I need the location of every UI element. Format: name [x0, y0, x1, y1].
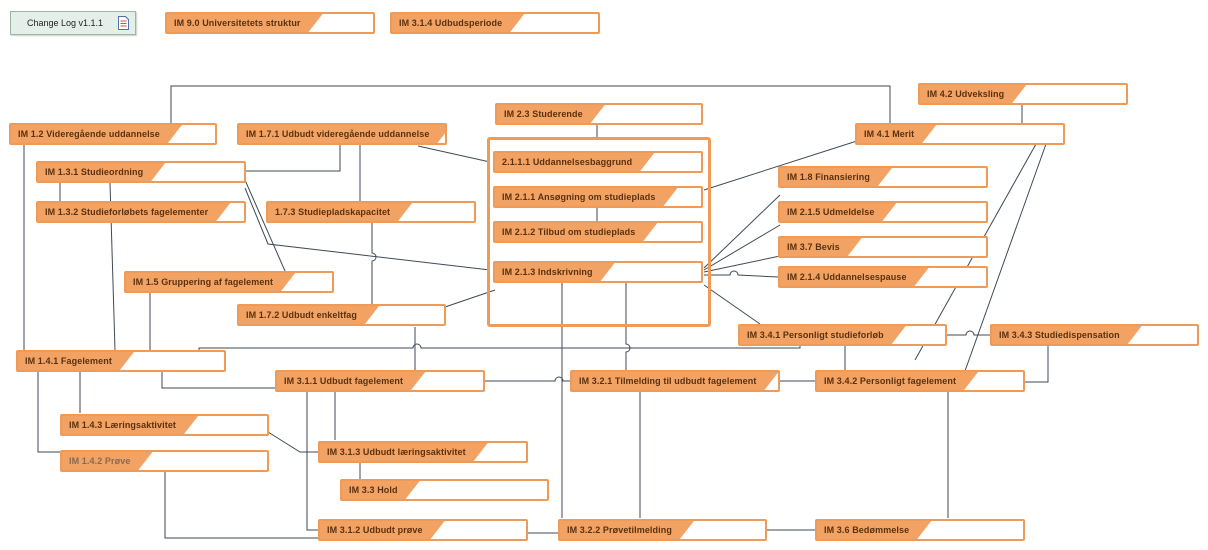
- entity-im-1-3-1[interactable]: IM 1.3.1 Studieordning: [36, 161, 246, 183]
- entity-im-1-7-1[interactable]: IM 1.7.1 Udbudt videregående uddannelse: [237, 123, 447, 145]
- entity-im-3-6[interactable]: IM 3.6 Bedømmelse: [815, 519, 1025, 541]
- entity-im-1-8[interactable]: IM 1.8 Finansiering: [778, 166, 988, 188]
- connector: [946, 330, 990, 336]
- changelog-button[interactable]: Change Log v1.1.1: [10, 11, 136, 35]
- connector: [964, 143, 1047, 372]
- entity-im-3-4-3[interactable]: IM 3.4.3 Studiedispensation: [990, 324, 1199, 346]
- entity-im-2-1-1[interactable]: IM 2.1.1 Ansøgning om studieplads: [493, 186, 703, 208]
- entity-im-1-4-3[interactable]: IM 1.4.3 Læringsaktivitet: [60, 414, 269, 436]
- entity-2-1-1-1[interactable]: 2.1.1.1 Uddannelsesbaggrund: [493, 151, 703, 173]
- entity-im-3-1-3[interactable]: IM 3.1.3 Udbudt læringsaktivitet: [318, 441, 528, 463]
- connector: [161, 371, 275, 389]
- connector: [1025, 345, 1049, 383]
- entity-im-1-4-2[interactable]: IM 1.4.2 Prøve: [60, 450, 269, 472]
- connector: [306, 392, 318, 531]
- entity-im-3-1-2[interactable]: IM 3.1.2 Udbudt prøve: [318, 519, 528, 541]
- entity-im-1-3-2[interactable]: IM 1.3.2 Studieforløbets fagelementer: [36, 201, 246, 223]
- connector: [417, 145, 491, 163]
- connector: [703, 255, 781, 273]
- connector: [164, 471, 318, 539]
- connector: [37, 371, 62, 453]
- entity-im-3-3[interactable]: IM 3.3 Hold: [340, 479, 549, 501]
- entity-im-2-1-2[interactable]: IM 2.1.2 Tilbud om studieplads: [493, 221, 703, 243]
- connector: [703, 194, 781, 269]
- entity-im-2-1-3[interactable]: IM 2.1.3 Indskrivning: [493, 261, 703, 283]
- connector: [371, 223, 377, 305]
- entity-1-7-3[interactable]: 1.7.3 Studiepladskapacitet: [266, 201, 476, 223]
- changelog-label: Change Log v1.1.1: [27, 18, 104, 28]
- document-icon: [118, 16, 129, 30]
- entity-im-4-1[interactable]: IM 4.1 Merit: [855, 123, 1065, 145]
- entity-im-9-0[interactable]: IM 9.0 Universitetets struktur: [165, 12, 375, 34]
- connector: [444, 289, 496, 308]
- connector: [245, 145, 341, 172]
- connector: [170, 85, 891, 124]
- entity-im-1-4-1[interactable]: IM 1.4.1 Fagelement: [16, 350, 226, 372]
- entity-im-3-1-1[interactable]: IM 3.1.1 Udbudt fagelement: [275, 370, 485, 392]
- entity-im-2-3[interactable]: IM 2.3 Studerende: [495, 103, 703, 125]
- entity-im-1-7-2[interactable]: IM 1.7.2 Udbudt enkeltfag: [237, 304, 446, 326]
- connector: [244, 179, 286, 272]
- connector: [485, 376, 572, 382]
- connector: [703, 139, 861, 191]
- connector: [267, 431, 320, 453]
- connector: [198, 343, 801, 352]
- entity-im-3-7[interactable]: IM 3.7 Bevis: [778, 236, 988, 258]
- entity-im-1-5[interactable]: IM 1.5 Gruppering af fagelement: [124, 271, 334, 293]
- connector: [244, 187, 491, 271]
- connector: [703, 284, 761, 325]
- entity-im-2-1-4[interactable]: IM 2.1.4 Uddannelsespause: [778, 266, 988, 288]
- entity-im-3-1-4[interactable]: IM 3.1.4 Udbudsperiode: [390, 12, 600, 34]
- entity-im-3-2-1[interactable]: IM 3.2.1 Tilmelding til udbudt fagelemen…: [570, 370, 780, 392]
- entity-im-1-2[interactable]: IM 1.2 Videregående uddannelse: [9, 123, 217, 145]
- connector: [703, 224, 781, 271]
- connector: [704, 270, 779, 278]
- im-2-1-group: [487, 137, 711, 327]
- entity-im-3-4-2[interactable]: IM 3.4.2 Personligt fagelement: [815, 370, 1025, 392]
- entity-im-4-2[interactable]: IM 4.2 Udveksling: [918, 83, 1128, 105]
- entity-im-2-1-5[interactable]: IM 2.1.5 Udmeldelse: [778, 201, 988, 223]
- entity-im-3-2-2[interactable]: IM 3.2.2 Prøvetilmelding: [558, 519, 767, 541]
- entity-im-3-4-1[interactable]: IM 3.4.1 Personligt studieforløb: [738, 324, 947, 346]
